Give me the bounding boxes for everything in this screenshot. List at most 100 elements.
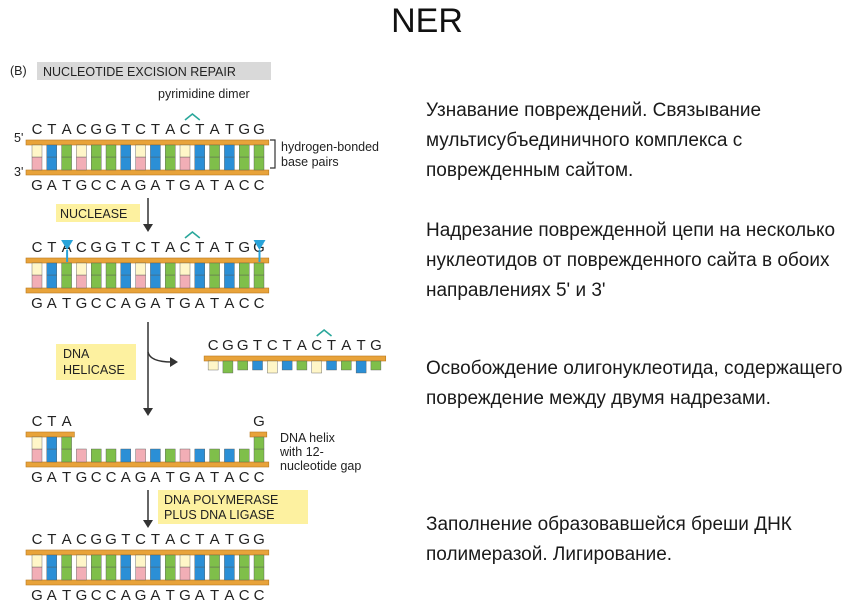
bottom-sequence-letter: G: [135, 469, 147, 486]
base-top: [150, 144, 161, 158]
excised-sequence-letter: G: [237, 337, 249, 354]
bottom-sequence-letter: A: [121, 587, 131, 604]
base-bottom: [46, 274, 57, 289]
base-top: [164, 554, 176, 568]
base-bottom: [90, 566, 102, 581]
base-bottom: [120, 566, 132, 581]
five-prime-label: 5': [14, 131, 23, 145]
base-top: [209, 554, 220, 568]
excised-sequence-letter: T: [283, 337, 292, 354]
excised-base: [311, 360, 322, 374]
base-top: [31, 436, 43, 450]
repaired-sequence-letter: G: [238, 531, 250, 548]
base-bottom: [76, 448, 87, 463]
gap-label-1: DNA helix: [280, 431, 336, 445]
excised-base: [222, 360, 234, 374]
top-sequence-letter: A: [210, 239, 220, 256]
base-top: [105, 262, 117, 276]
bottom-sequence-letter: A: [150, 295, 160, 312]
base-bottom: [135, 566, 146, 581]
excised-sequence-letter: G: [370, 337, 382, 354]
bottom-sequence-letter: C: [106, 587, 117, 604]
description-recognition: Узнавание повреждений. Связывание мульти…: [426, 100, 762, 181]
bottom-sequence-letter: C: [254, 469, 265, 486]
bottom-sequence-letter: G: [135, 295, 147, 312]
top-backbone: [25, 257, 270, 264]
dna-strands: CTACGGTCTACTATGGGATGCCAGATGATACCCTACGGTC…: [25, 112, 387, 604]
base-bottom: [194, 274, 206, 289]
base-bottom: [224, 448, 235, 463]
bottom-backbone: [25, 287, 270, 294]
base-top: [135, 554, 146, 568]
bottom-sequence-letter: T: [210, 177, 219, 194]
top-sequence-letter: C: [76, 239, 87, 256]
base-top: [61, 554, 72, 568]
bottom-sequence-letter: T: [166, 295, 175, 312]
base-bottom: [150, 566, 161, 581]
base-bottom: [135, 448, 146, 463]
excised-base: [252, 360, 263, 371]
base-top: [224, 144, 235, 158]
excised-base: [281, 360, 293, 371]
base-top: [194, 554, 206, 568]
base-bottom: [31, 566, 43, 581]
base-top: [164, 144, 176, 158]
base-bottom: [120, 156, 132, 171]
top-sequence-letter: C: [76, 121, 87, 138]
base-bottom: [46, 566, 57, 581]
top-sequence-letter: C: [32, 239, 43, 256]
base-top: [238, 554, 250, 568]
base-top: [194, 262, 206, 276]
excised-sequence-letter: C: [267, 337, 278, 354]
bottom-sequence-letter: G: [76, 295, 88, 312]
bottom-sequence-letter: C: [239, 295, 250, 312]
bottom-sequence-letter: T: [62, 469, 71, 486]
base-top: [194, 144, 206, 158]
bottom-sequence-letter: C: [239, 177, 250, 194]
bottom-sequence-letter: A: [150, 587, 160, 604]
bottom-sequence-letter: A: [121, 177, 131, 194]
bottom-sequence-letter: A: [121, 295, 131, 312]
excised-sequence-letter: T: [327, 337, 336, 354]
base-top: [179, 262, 191, 276]
base-bottom: [238, 448, 250, 463]
base-top: [31, 144, 43, 158]
bottom-sequence-letter: G: [76, 469, 88, 486]
base-top: [179, 554, 191, 568]
repaired-sequence-letter: A: [165, 531, 175, 548]
top-sequence-letter: C: [135, 121, 146, 138]
bottom-sequence-letter: G: [31, 469, 43, 486]
description-incision: Надрезание поврежденной цепи на нескольк…: [426, 220, 836, 301]
base-bottom: [61, 566, 72, 581]
repaired-sequence-letter: C: [32, 531, 43, 548]
base-bottom: [253, 274, 265, 289]
base-top: [253, 436, 265, 450]
excised-sequence-letter: T: [253, 337, 262, 354]
bottom-sequence-letter: G: [179, 587, 191, 604]
bottom-sequence-letter: A: [47, 469, 57, 486]
base-bottom: [209, 156, 220, 171]
helicase-label-2: HELICASE: [63, 363, 125, 377]
base-top: [224, 262, 235, 276]
gap-label-3: nucleotide gap: [280, 459, 361, 473]
polymerase-label-2: PLUS DNA LIGASE: [164, 508, 274, 522]
base-top: [224, 554, 235, 568]
bottom-sequence-letter: G: [76, 177, 88, 194]
bottom-sequence-letter: C: [239, 469, 250, 486]
base-bottom: [194, 448, 206, 463]
nuclease-cut-marker: [253, 240, 266, 250]
base-top: [46, 262, 57, 276]
base-bottom: [135, 274, 146, 289]
base-top: [120, 554, 132, 568]
base-bottom: [164, 448, 176, 463]
base-bottom: [253, 156, 265, 171]
base-top: [135, 144, 146, 158]
base-bottom: [135, 156, 146, 171]
bottom-sequence-letter: A: [47, 295, 57, 312]
base-top: [238, 144, 250, 158]
pyrimidine-dimer-label: pyrimidine dimer: [158, 87, 250, 101]
base-bottom: [253, 566, 265, 581]
bottom-sequence-letter: G: [31, 295, 43, 312]
bottom-sequence-letter: A: [224, 295, 234, 312]
base-bottom: [164, 156, 176, 171]
